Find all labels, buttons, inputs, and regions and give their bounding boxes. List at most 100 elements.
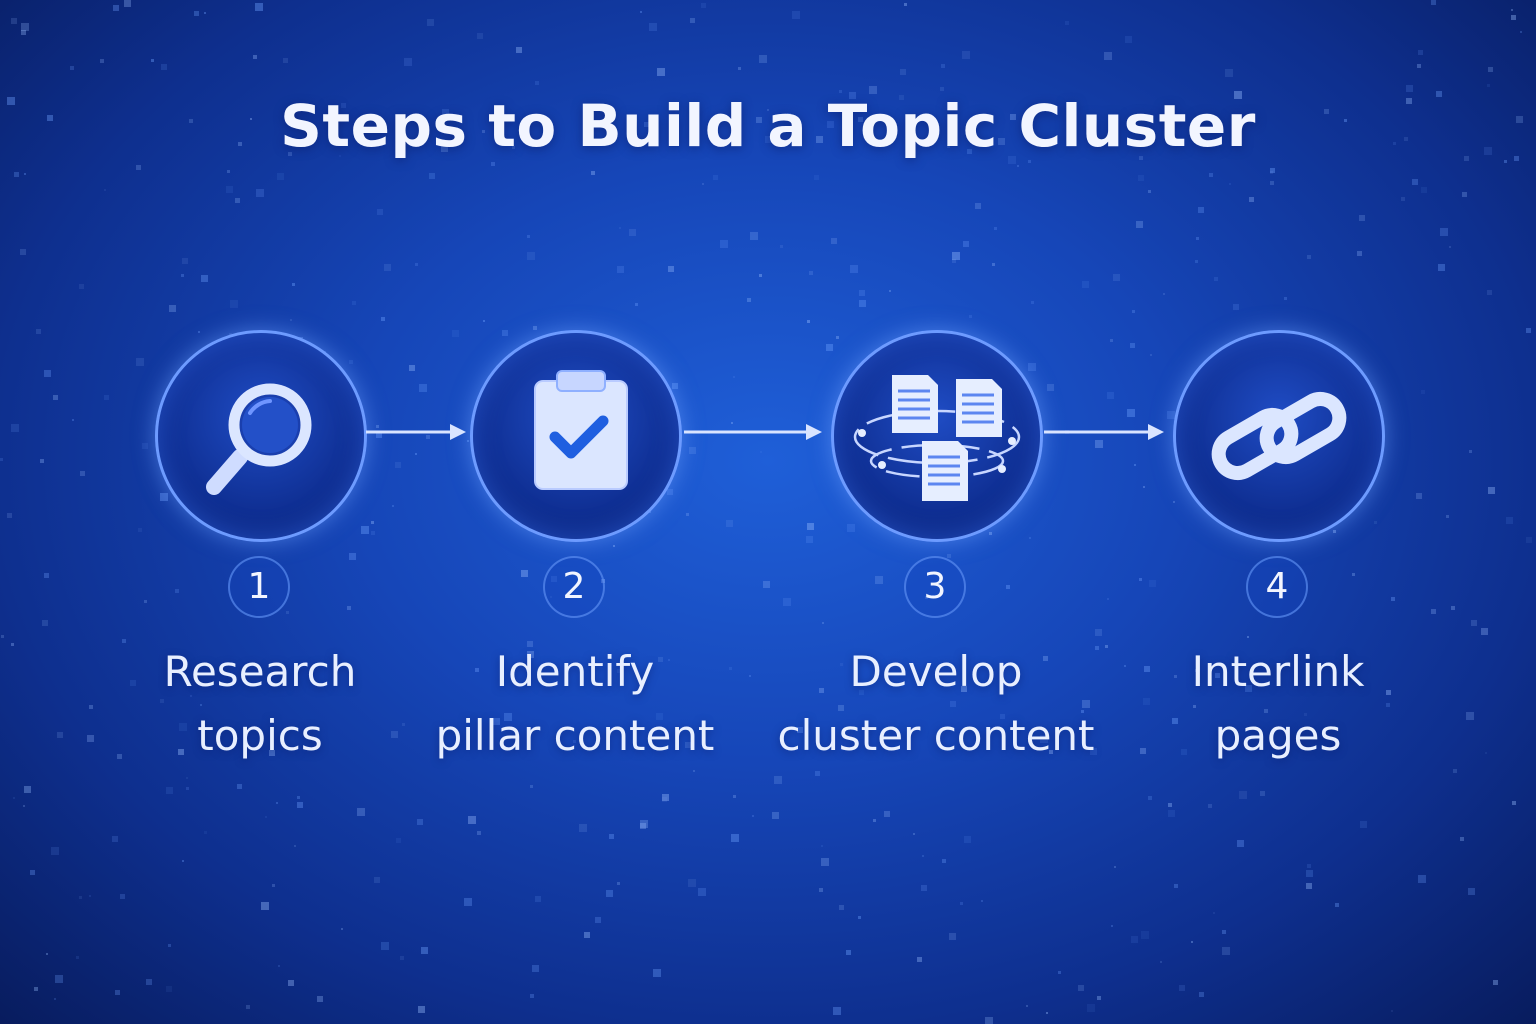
step-3-label-line1: Develop <box>849 647 1023 696</box>
particle <box>502 330 508 336</box>
particle <box>1511 9 1513 11</box>
particle <box>238 142 242 146</box>
particle <box>1127 409 1135 417</box>
particle <box>44 370 51 377</box>
particle <box>384 264 391 271</box>
particle <box>1095 440 1103 448</box>
particle <box>361 526 369 534</box>
particle <box>317 996 323 1002</box>
particle <box>392 505 394 507</box>
particle <box>1046 1012 1048 1014</box>
particle <box>255 3 263 11</box>
particle <box>1421 187 1427 193</box>
particle <box>635 303 638 306</box>
particle <box>415 453 417 455</box>
particle <box>1233 304 1239 310</box>
particle <box>1469 450 1472 453</box>
particle <box>452 330 459 337</box>
step-4-label-line2: pages <box>1214 711 1342 760</box>
particle <box>1140 748 1146 754</box>
particle <box>166 787 173 794</box>
particle <box>1237 840 1244 847</box>
particle <box>357 808 365 816</box>
particle <box>913 833 915 835</box>
particle <box>1462 192 1467 197</box>
particle <box>1078 985 1084 991</box>
particle <box>76 956 79 959</box>
particle <box>1113 274 1120 281</box>
particle <box>24 173 26 175</box>
particle <box>1374 521 1377 524</box>
particle <box>644 122 649 127</box>
arrow-2-to-3 <box>684 424 822 440</box>
particle <box>7 97 15 105</box>
particle <box>1195 260 1198 263</box>
particle <box>992 263 995 266</box>
particle <box>606 890 613 897</box>
particle <box>1 635 4 638</box>
particle <box>698 888 706 896</box>
particle <box>11 18 17 24</box>
particle <box>14 172 19 177</box>
particle <box>1196 237 1199 240</box>
step-4-circle <box>1173 330 1385 542</box>
particle <box>1284 297 1287 300</box>
particle <box>947 145 950 148</box>
particle <box>1124 665 1126 667</box>
particle <box>1449 246 1451 248</box>
particle <box>629 229 636 236</box>
particle <box>948 122 951 125</box>
particle <box>21 23 29 31</box>
particle <box>246 1005 250 1009</box>
particle <box>1010 114 1016 120</box>
particle <box>44 573 49 578</box>
particle <box>772 812 779 819</box>
step-2-label: Identify pillar content <box>375 640 775 768</box>
particle <box>1488 67 1493 72</box>
particle <box>402 723 405 726</box>
particle <box>1406 85 1413 92</box>
particle <box>690 18 695 23</box>
particle <box>827 121 834 128</box>
particle <box>672 383 678 389</box>
particle <box>1214 277 1218 281</box>
particle <box>297 796 300 799</box>
particle <box>11 643 14 646</box>
particle <box>1247 636 1249 638</box>
particle <box>899 95 904 100</box>
particle <box>42 620 48 626</box>
particle <box>104 189 106 191</box>
particle <box>477 831 481 835</box>
particle <box>120 894 125 899</box>
particle <box>1391 1010 1393 1012</box>
particle <box>112 836 118 842</box>
particle <box>1191 941 1193 943</box>
particle <box>219 734 221 736</box>
particle <box>1160 961 1162 963</box>
particle <box>55 975 63 983</box>
particle <box>584 932 590 938</box>
particle <box>475 668 479 672</box>
particle <box>122 639 126 643</box>
particle <box>1487 84 1490 87</box>
particle <box>442 109 449 116</box>
step-2-circle <box>470 330 682 542</box>
particle <box>530 994 534 998</box>
particle <box>1172 718 1178 724</box>
particle <box>747 298 751 302</box>
particle <box>963 241 969 247</box>
particle <box>395 462 401 468</box>
particle <box>504 713 512 721</box>
particle <box>349 360 353 364</box>
particle <box>1481 628 1488 635</box>
step-1-label-line1: Research <box>163 647 357 696</box>
particle <box>1130 343 1135 348</box>
particle <box>283 58 288 63</box>
particle <box>136 358 144 366</box>
particle <box>907 137 914 144</box>
particle <box>1421 390 1425 394</box>
particle <box>1049 750 1053 754</box>
particle <box>1107 598 1109 600</box>
particle <box>1065 21 1069 25</box>
